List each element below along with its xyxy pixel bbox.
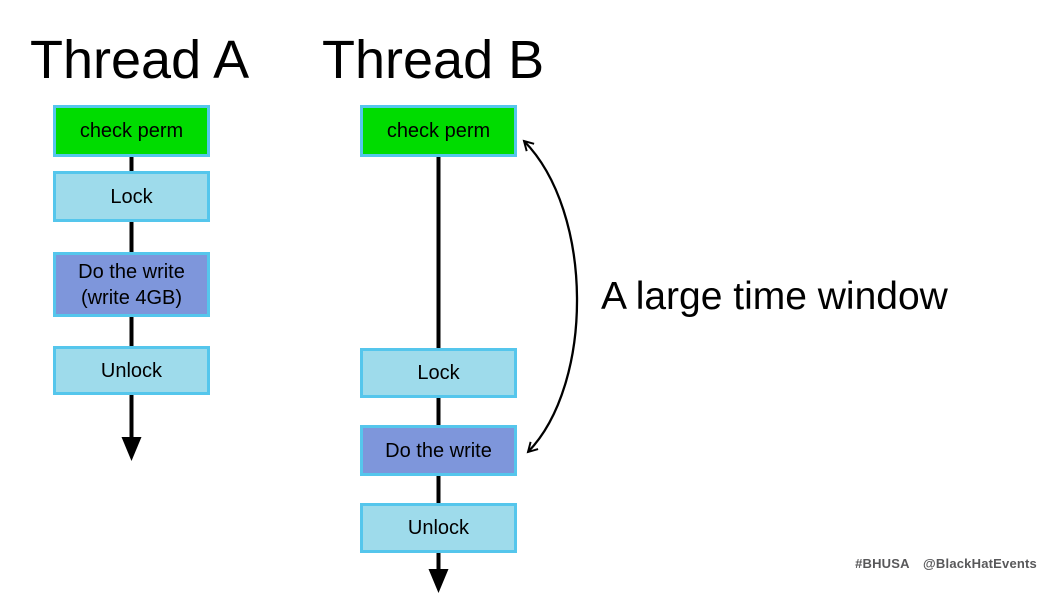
footer-hashtag: #BHUSA xyxy=(855,556,910,571)
time-window-label: A large time window xyxy=(601,275,948,318)
event-footer: #BHUSA @BlackHatEvents xyxy=(855,556,1037,571)
thread-a-node-lock: Lock xyxy=(53,171,210,222)
thread-a-title: Thread A xyxy=(30,30,250,90)
thread-a-node-check-perm: check perm xyxy=(53,105,210,157)
thread-b-node-check-perm: check perm xyxy=(360,105,517,157)
thread-a-node-do-the-write: Do the write (write 4GB) xyxy=(53,252,210,317)
thread-a-node-do-the-write-label: Do the write xyxy=(78,260,185,283)
thread-b-node-lock-label: Lock xyxy=(417,362,460,384)
thread-b-node-check-perm-label: check perm xyxy=(386,120,491,142)
thread-b-node-unlock: Unlock xyxy=(360,503,517,553)
thread-a-exit-arrowhead-icon xyxy=(121,437,142,461)
thread-a-node-lock-label: Lock xyxy=(110,185,153,208)
time-window-double-arrow xyxy=(524,141,579,452)
thread-a-node-check-perm-label: check perm xyxy=(79,120,184,142)
thread-b-node-do-the-write-label: Do the write xyxy=(385,439,492,462)
thread-b-node-lock: Lock xyxy=(360,348,517,398)
footer-handle: @BlackHatEvents xyxy=(923,556,1037,571)
thread-a-node-do-the-write-sublabel: (write 4GB) xyxy=(80,286,183,309)
thread-b-exit-arrowhead-icon xyxy=(428,569,449,593)
thread-a-node-unlock: Unlock xyxy=(53,346,210,395)
thread-b-node-do-the-write: Do the write xyxy=(360,425,517,476)
thread-b-title: Thread B xyxy=(322,30,545,90)
thread-b-node-unlock-label: Unlock xyxy=(407,517,470,539)
thread-a-node-unlock-label: Unlock xyxy=(100,359,163,382)
